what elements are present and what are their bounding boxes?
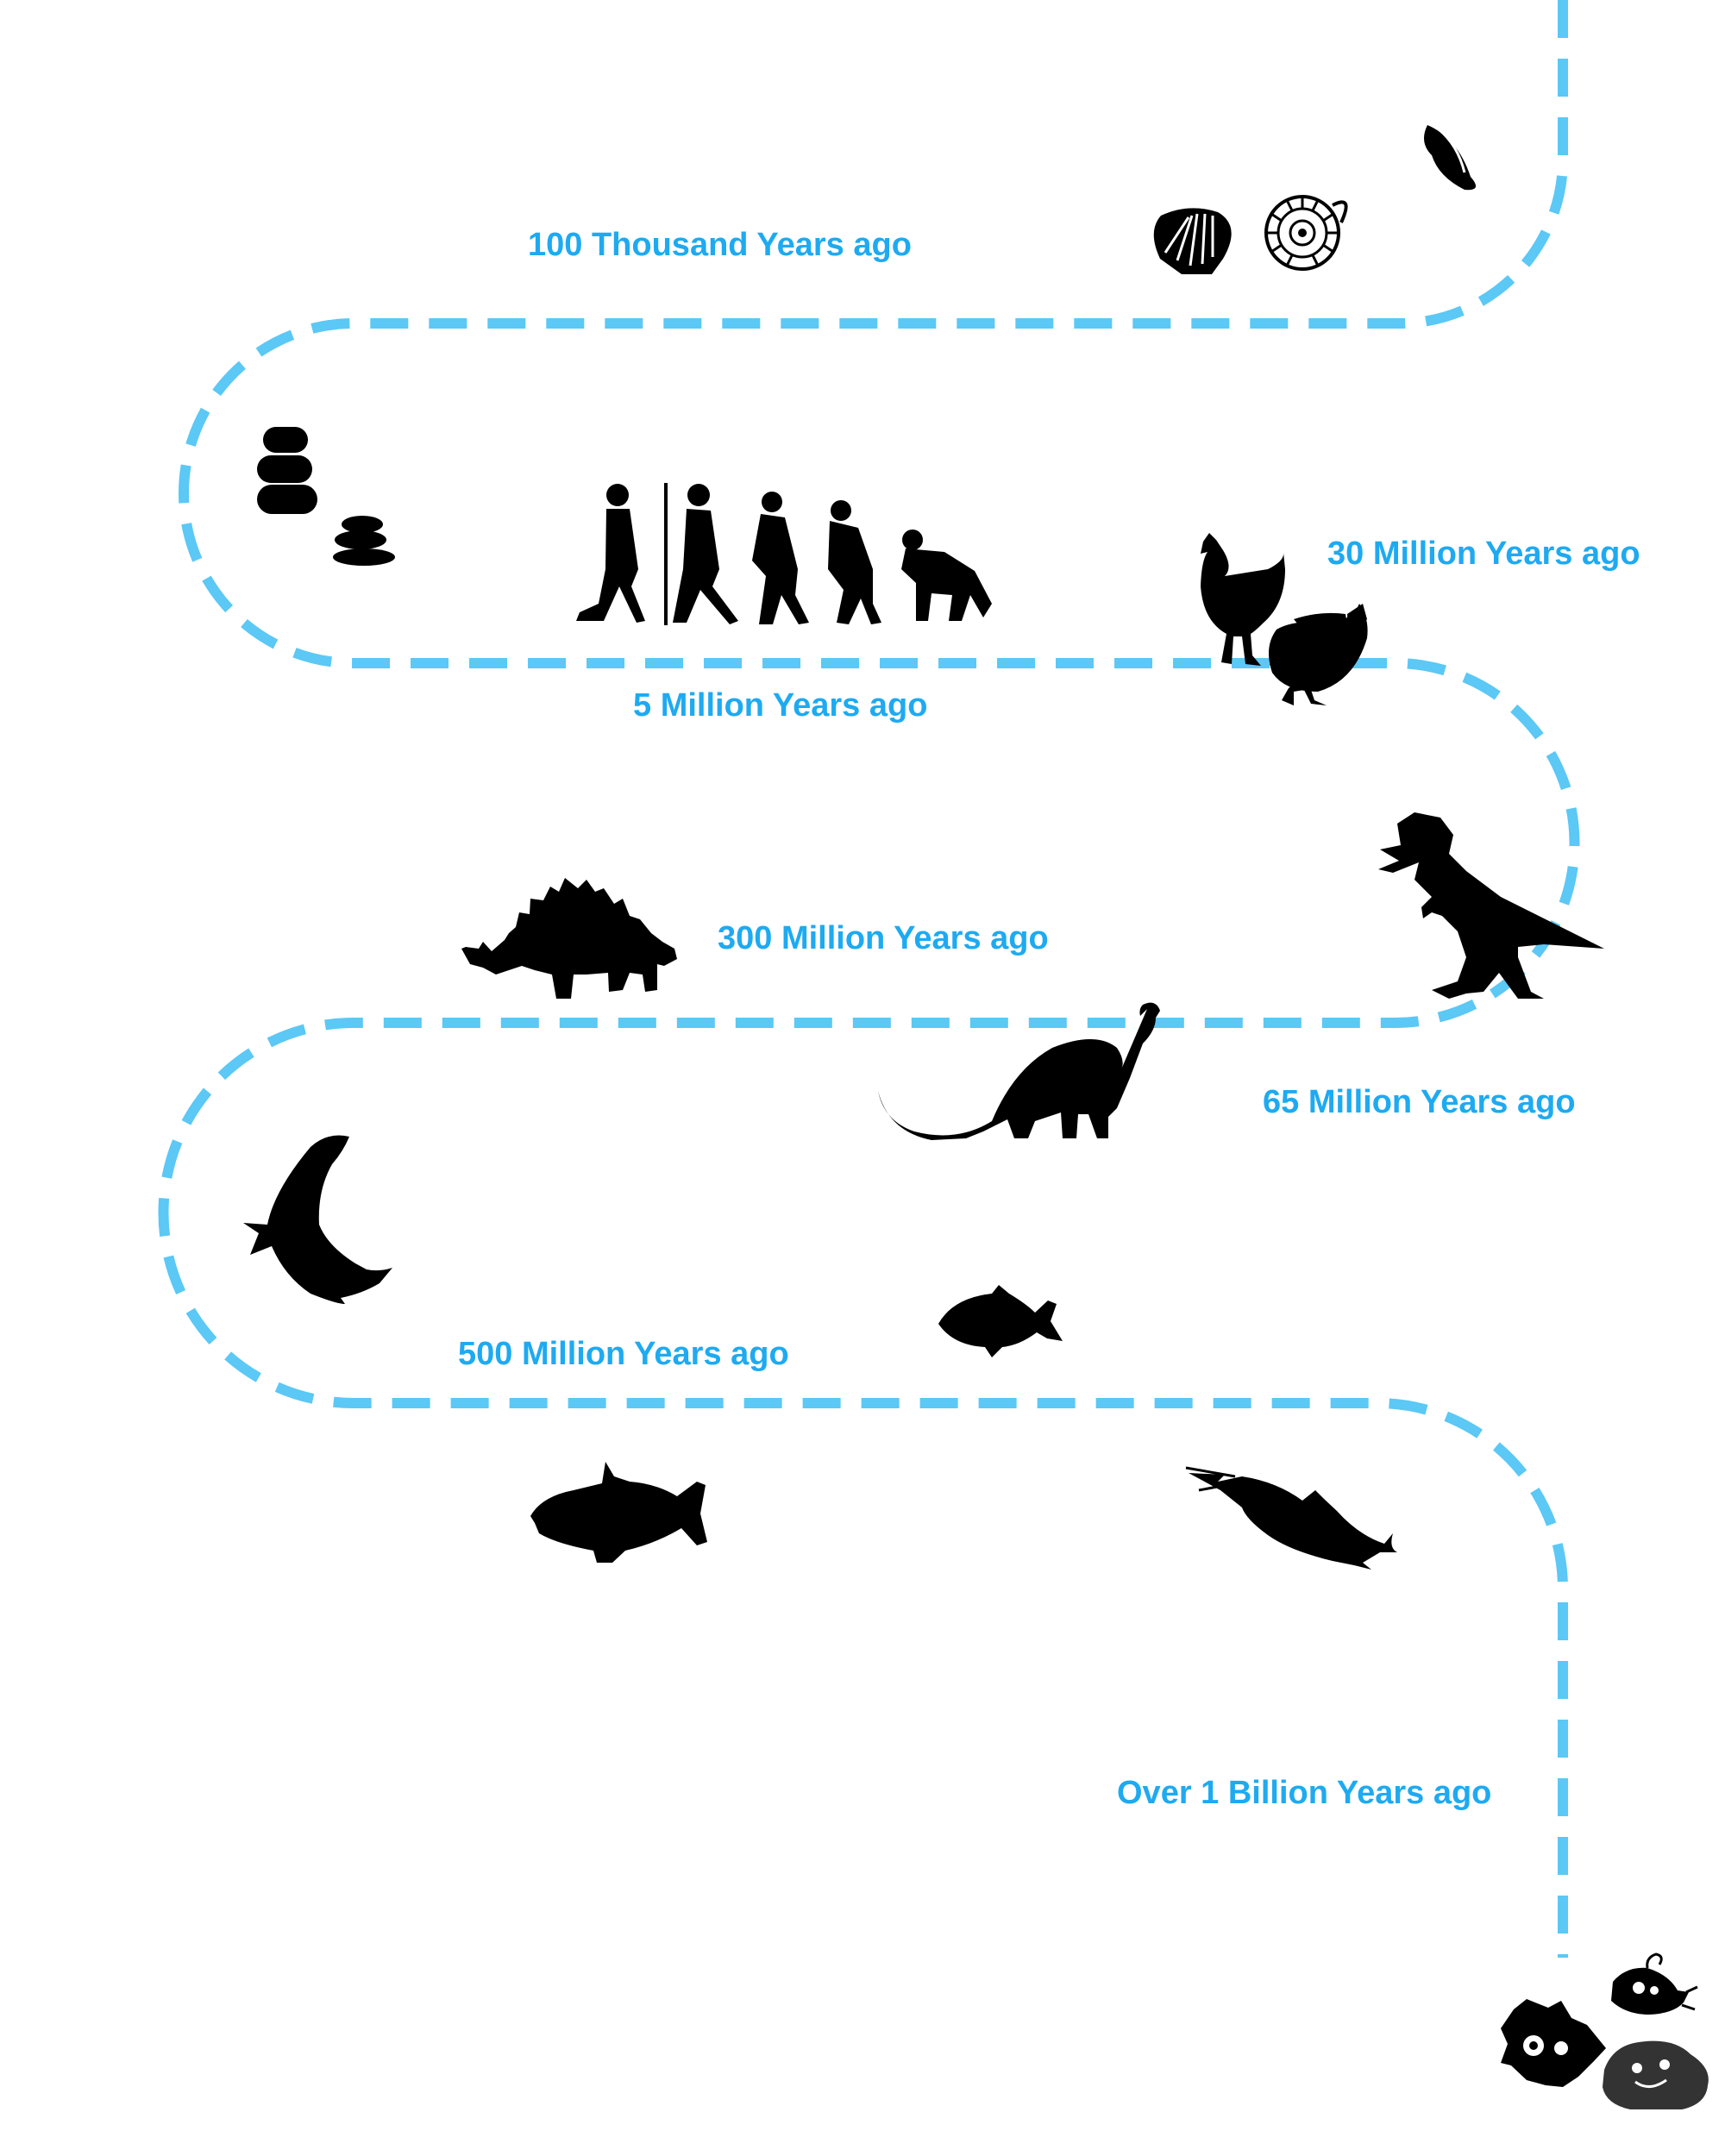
era-label-100-thousand-years: 100 Thousand Years ago <box>528 227 912 263</box>
microbes-icon <box>1501 1952 1709 2109</box>
human-evolution-icon <box>576 483 992 625</box>
chicken-icon <box>1201 533 1368 705</box>
stacked-stones-icon <box>257 427 395 566</box>
ammonite-icon <box>1264 195 1348 271</box>
era-label-300-million-years: 300 Million Years ago <box>718 920 1049 956</box>
era-label-500-million-years: 500 Million Years ago <box>458 1336 789 1372</box>
stegosaurus-icon <box>461 878 677 999</box>
seashell-icon <box>1153 208 1232 274</box>
era-label-65-million-years: 65 Million Years ago <box>1263 1084 1576 1120</box>
brontosaurus-icon <box>878 1002 1160 1140</box>
catfish-icon <box>1185 1466 1397 1570</box>
timeline-dashed-path <box>158 0 1580 1958</box>
era-label-5-million-years: 5 Million Years ago <box>633 687 928 724</box>
conch-shell-icon <box>1424 125 1477 191</box>
leaping-fish-icon <box>243 1135 392 1304</box>
grouper-icon <box>530 1462 707 1563</box>
t-rex-icon <box>1378 812 1604 999</box>
era-label-over-1-billion-years: Over 1 Billion Years ago <box>1117 1775 1492 1811</box>
era-label-30-million-years: 30 Million Years ago <box>1327 536 1640 572</box>
small-fish-icon <box>938 1285 1063 1357</box>
